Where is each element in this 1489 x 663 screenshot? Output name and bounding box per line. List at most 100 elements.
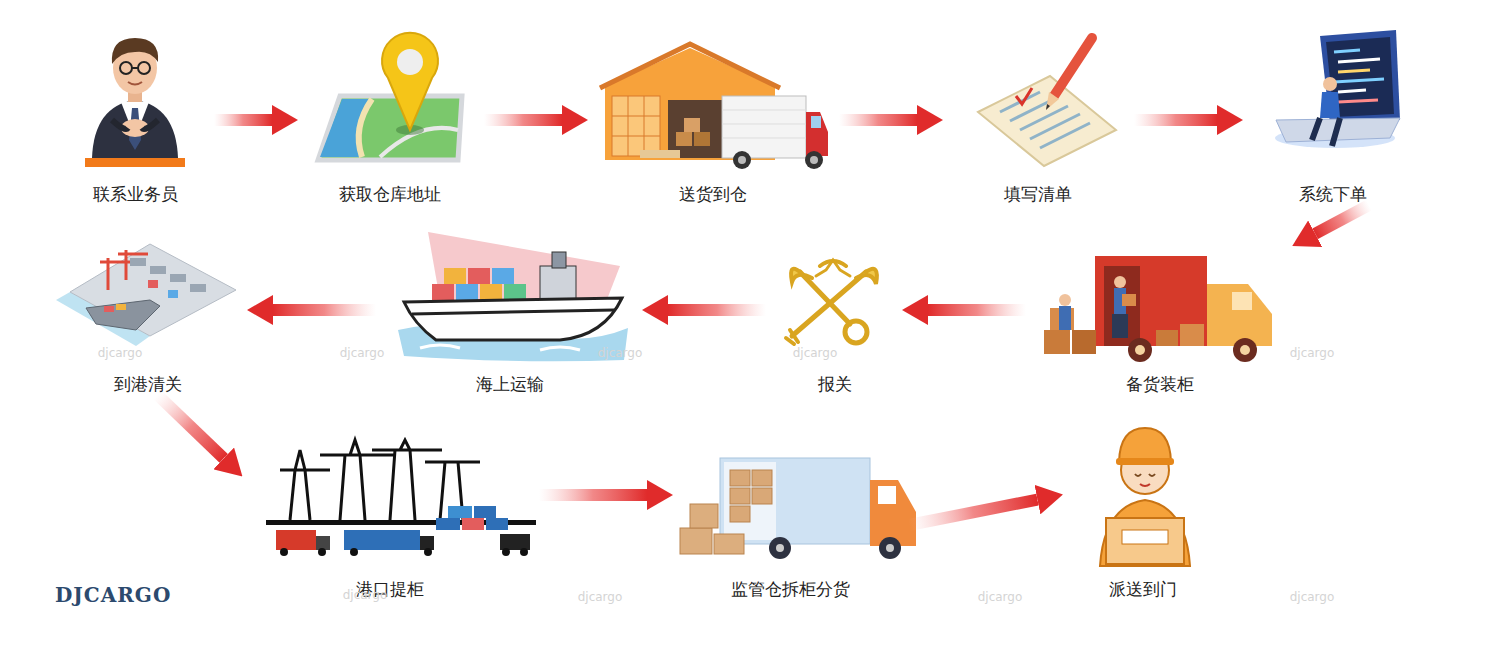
loading-truck-icon-part [1059,306,1071,330]
warehouse-icon-part [612,116,660,117]
port-cranes-icon-part-part [424,548,432,556]
flow-arrow [158,395,224,458]
warehouse-icon-part [806,112,828,156]
warehouse-icon-part [738,156,746,164]
warehouse-icon-part [676,132,692,146]
checklist-icon-part [1000,92,1090,148]
step-label: 备货装柜 [1026,373,1294,395]
unloading-truck-icon-part-part [714,534,744,554]
watermark: djcargo [340,346,385,360]
flow-arrow [214,114,272,126]
step-label: 到港清关 [46,373,249,395]
unloading-truck-icon-part [886,544,894,552]
laptop-icon-part-part [1334,79,1384,82]
customs-emblem-icon-part [856,269,877,284]
step-label: 送货到仓 [586,183,839,205]
watermark: djcargo [578,590,623,604]
port-cranes-icon-part [316,536,330,550]
ship-icon-part [432,284,454,302]
courier-icon-part [1100,500,1190,566]
ship-icon-part [420,345,580,350]
port-icon [56,244,236,346]
map-pin-icon-part [397,49,423,75]
port-cranes-icon-part [474,506,496,518]
watermark: djcargo [1290,590,1335,604]
courier-icon-part [1140,484,1150,486]
flow-arrow [539,489,647,501]
port-icon-part [168,290,178,298]
port-icon-part [116,304,126,310]
flow-arrow [839,114,917,126]
ship-icon-part [492,268,514,284]
checklist-icon-part [1046,104,1050,110]
customs-emblem-icon-part [800,272,850,324]
checklist-icon-part [1054,38,1092,96]
customs-emblem-icon-part [845,321,867,343]
port-cranes-icon-part-part [520,548,528,556]
loading-truck-icon-part [1044,330,1070,354]
warehouse-icon-part [805,151,823,169]
businessman-icon-part [112,38,158,64]
laptop-icon-part [1320,92,1340,118]
step-label: 报关 [766,373,904,395]
flow-arrow [928,304,1026,316]
port-cranes-icon-part-part [318,548,326,556]
unloading-truck-icon-part-part [730,470,750,486]
warehouse-icon-part [684,118,700,132]
checklist-icon [978,38,1116,166]
businessman-icon-part [85,158,185,167]
businessman-icon-part [128,82,142,85]
checklist-icon-part [1046,92,1059,110]
port-icon-part [100,250,148,290]
unloading-truck-icon-part [769,537,791,559]
port-cranes-icon-part [486,518,508,530]
map-pin-icon-part [382,33,438,130]
unloading-truck-icon-part-part [690,504,718,528]
brand-logo: DJCARGO [55,583,171,607]
unloading-truck-icon-part-part [680,528,712,554]
flow-arrow [273,304,376,316]
process-step: 联系业务员 [56,30,214,205]
port-cranes-icon-part-part [372,440,442,520]
port-cranes-icon-part [448,506,472,518]
businessman-icon-part [132,67,138,69]
ship-icon-part [428,232,620,302]
unloading-truck-icon-part-part [730,488,750,504]
flow-arrow [668,304,766,316]
flow-arrow [1134,114,1217,126]
loading-truck-icon-part [1104,266,1140,346]
warehouse-icon-part [811,116,821,128]
loading-truck-icon-part [1156,330,1178,346]
port-cranes-icon-part-part [320,440,395,520]
laptop-icon-part [1334,50,1384,102]
watermark: djcargo [343,588,388,602]
laptop-icon-part-part [1338,100,1378,102]
process-step: 监管仓拆柜分货 [671,450,909,600]
watermark: djcargo [1290,346,1335,360]
laptop-icon-part-part [1334,50,1360,52]
process-step: 到港清关 [46,235,249,395]
process-step: 系统下单 [1241,30,1424,205]
port-icon-part [70,244,236,336]
process-step: 报关 [766,235,904,395]
businessman-icon-part [138,62,150,74]
warehouse-icon-part [722,138,806,139]
process-step: 填写清单 [941,30,1134,205]
unloading-truck-icon-part [724,462,776,540]
port-cranes-icon-part [436,518,460,530]
ship-icon-part [444,268,466,284]
map-pin-icon-part [320,99,372,157]
loading-truck-icon-part [1180,324,1204,346]
step-label: 获取仓库地址 [296,183,484,205]
customs-emblem-icon [786,260,877,344]
watermark: djcargo [978,590,1023,604]
map-pin-icon [318,33,462,160]
loading-truck-icon-part [1135,345,1145,355]
process-step: 派送到门 [1061,420,1224,600]
warehouse-icon-part [668,100,728,158]
unloading-truck-icon-part-part [752,488,772,504]
unloading-truck-icon-part [878,486,896,504]
checklist-icon-part-part [1030,114,1080,139]
unloading-truck-icon-part [776,544,784,552]
